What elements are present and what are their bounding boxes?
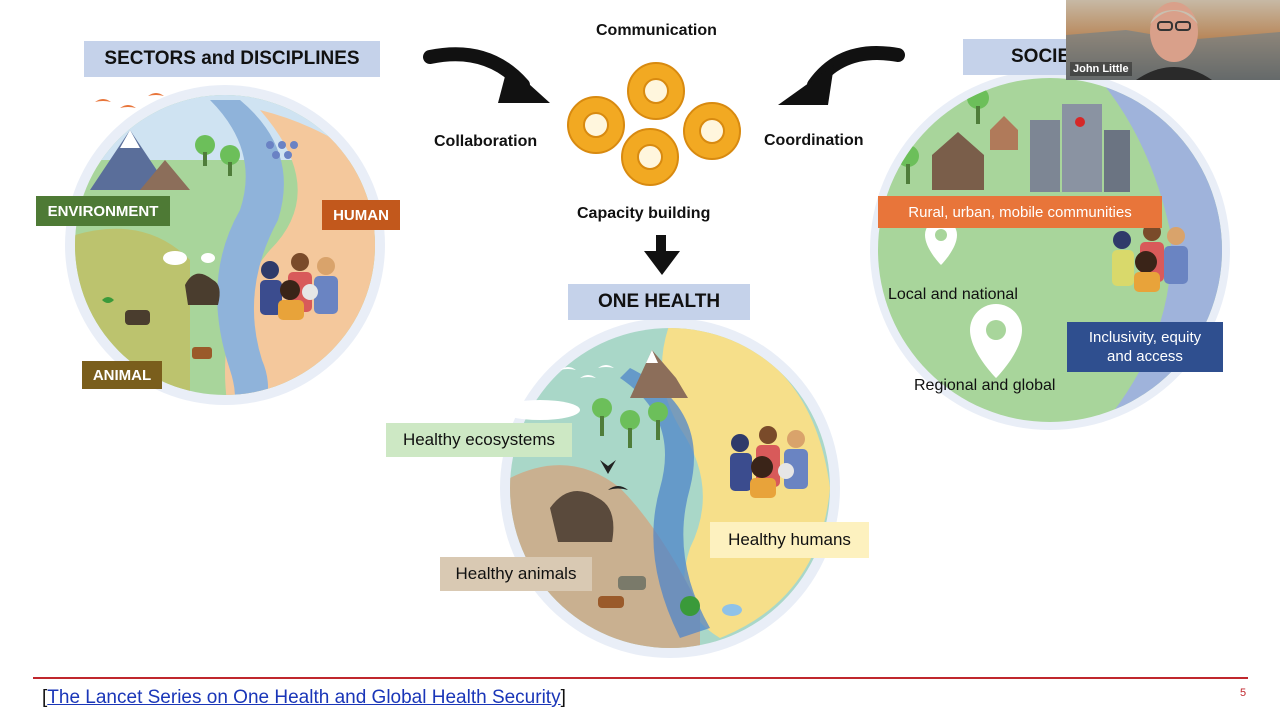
citation: [The Lancet Series on One Health and Glo… [42,687,566,709]
one-health-header: ONE HEALTH [568,284,750,320]
capacity-building-label: Capacity building [577,205,711,222]
communities-label: Rural, urban, mobile communities [878,196,1162,228]
right-curved-arrow-icon [778,46,905,105]
healthy-ecosystems-label: Healthy ecosystems [386,423,572,457]
one-health-circle-illustration [500,318,840,658]
society-header: SOCIE [963,39,1073,75]
regional-global-label: Regional and global [914,377,1056,394]
footer-divider [33,677,1248,679]
citation-bracket-open: [ [42,687,48,708]
sectors-circle-illustration [65,85,385,405]
environment-tag: ENVIRONMENT [36,196,170,226]
citation-link[interactable]: The Lancet Series on One Health and Glob… [47,687,561,708]
sectors-header: SECTORS and DISCIPLINES [84,41,380,77]
healthy-humans-label: Healthy humans [710,522,869,558]
participant-name: John Little [1070,62,1132,76]
participant-video[interactable]: John Little [1066,0,1280,80]
healthy-animals-label: Healthy animals [440,557,592,591]
left-curved-arrow-icon [423,47,550,103]
down-arrow-icon [644,235,680,275]
communication-label: Communication [596,22,717,39]
inclusivity-label: Inclusivity, equity and access [1067,322,1223,372]
local-national-label: Local and national [888,286,1018,303]
gears-icon [567,62,741,186]
citation-bracket-close: ] [560,687,566,708]
animal-tag: ANIMAL [82,361,162,389]
page-number: 5 [1240,687,1247,699]
collaboration-label: Collaboration [434,133,538,150]
participant-avatar [1066,2,1280,80]
coordination-label: Coordination [764,132,864,149]
human-tag: HUMAN [322,200,400,230]
